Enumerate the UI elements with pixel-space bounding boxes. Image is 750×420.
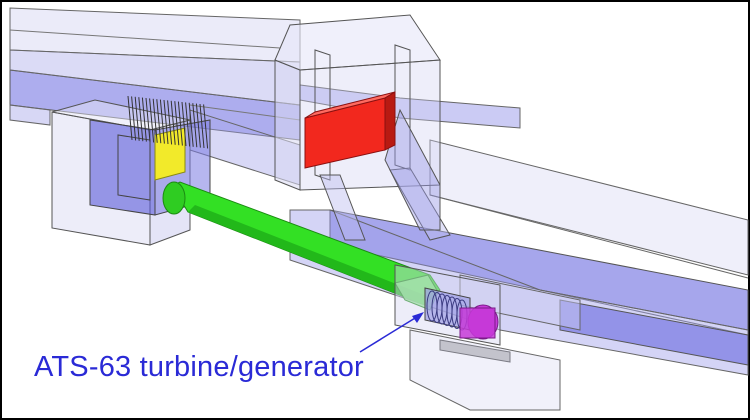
trash-rack-icon bbox=[127, 95, 209, 149]
gate-support-leg bbox=[319, 174, 366, 241]
trash-rack-bar bbox=[159, 99, 165, 144]
draft-tube-housing bbox=[409, 329, 561, 411]
red-gate-side bbox=[384, 91, 396, 151]
upper-canal-bottom-wall bbox=[9, 104, 51, 126]
callout-label: ATS-63 turbine/generator bbox=[34, 351, 364, 383]
intake-screen bbox=[154, 127, 186, 181]
trash-rack-bar bbox=[192, 103, 198, 148]
intake-structure bbox=[51, 95, 211, 246]
trash-rack-bar bbox=[174, 101, 180, 146]
callout-arrow-head bbox=[412, 312, 424, 323]
lower-canal-edge bbox=[539, 289, 749, 336]
gate-structure bbox=[274, 14, 451, 241]
turbine-generator bbox=[394, 264, 561, 411]
penstock-inlet bbox=[162, 181, 186, 215]
lower-canal-edge bbox=[429, 194, 749, 279]
trash-rack-bar bbox=[138, 97, 144, 142]
callout-arrow-line bbox=[359, 314, 421, 353]
gate-housing-top bbox=[274, 14, 441, 71]
penstock-shadow bbox=[188, 205, 432, 305]
gate-support-leg bbox=[389, 167, 451, 241]
turbine-base bbox=[439, 339, 511, 363]
lower-canal bbox=[289, 139, 749, 376]
trash-rack-bar bbox=[152, 98, 158, 143]
trash-rack-bar bbox=[167, 100, 173, 145]
trash-rack-bar bbox=[195, 103, 201, 148]
trash-rack-bar bbox=[185, 102, 191, 147]
upper-canal bbox=[9, 7, 521, 186]
lower-canal-step bbox=[459, 274, 581, 331]
trash-rack-bar bbox=[145, 97, 151, 143]
gate-spillway bbox=[384, 108, 441, 231]
lower-canal-back-wall bbox=[429, 139, 749, 276]
trash-rack-bar bbox=[188, 102, 194, 147]
trash-rack-bar bbox=[156, 99, 162, 144]
trash-rack-bar bbox=[141, 97, 147, 142]
trash-rack-bar bbox=[163, 99, 169, 145]
trash-rack-bar bbox=[203, 104, 209, 149]
trash-rack-bar bbox=[131, 96, 137, 141]
turbine-rings bbox=[426, 290, 468, 331]
arrow-icon bbox=[359, 312, 424, 353]
generator-body bbox=[459, 307, 496, 339]
trash-rack-bar bbox=[181, 101, 187, 147]
trash-rack-bar bbox=[149, 98, 155, 143]
gate-housing-front bbox=[274, 59, 301, 191]
upper-canal-edge bbox=[9, 29, 281, 49]
trash-rack-bar bbox=[127, 95, 133, 141]
trash-rack-bar bbox=[177, 101, 183, 146]
trash-rack-bar bbox=[134, 96, 140, 141]
trash-rack-bar bbox=[199, 103, 205, 149]
trash-rack-bar bbox=[170, 100, 176, 145]
